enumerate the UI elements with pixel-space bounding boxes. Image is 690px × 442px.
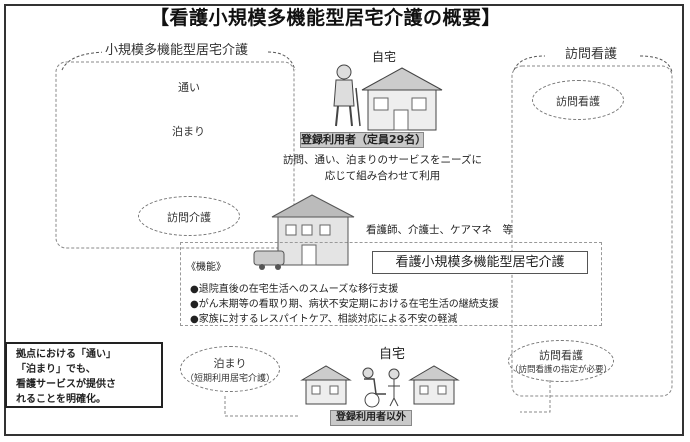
left-brace-left <box>61 51 118 71</box>
non-registered-box: 登録利用者以外 <box>330 410 412 426</box>
home-label-bottom: 自宅 <box>379 347 406 362</box>
oval-home-nursing-bottom-subtitle: （訪問看護の指定が必要） <box>509 365 612 375</box>
function-bullet-2: ●がん末期等の看取り期、病状不安定期における在宅生活の継続支援 <box>190 299 499 310</box>
right-brace-right <box>639 55 673 73</box>
combine-text-line2: 応じて組み合わせて利用 <box>324 169 441 182</box>
elderly-person-icon <box>333 64 361 127</box>
note-line2: 「泊まり」でも、 <box>16 364 96 375</box>
bottom-right-connector <box>520 380 551 413</box>
wheelchair-icon <box>362 367 400 408</box>
function-bullet-1: ●退院直後の在宅生活へのスムーズな移行支援 <box>190 284 399 295</box>
home-label-top: 自宅 <box>372 50 397 64</box>
oval-overnight-subtitle: （短期利用居宅介護） <box>184 374 275 384</box>
left-brace-right <box>267 51 296 71</box>
note-line3: 看護サービスが提供さ <box>16 379 116 390</box>
combine-services-text: 訪問、通い、泊まりのサービスをニーズに 応じて組み合わせて利用 <box>283 153 482 185</box>
function-bullet-3: ●家族に対するレスパイトケア、相談対応による不安の軽減 <box>190 314 458 325</box>
service-day-visit: 通い <box>178 81 200 94</box>
house-icon-top <box>361 67 443 131</box>
left-area <box>55 61 295 249</box>
registered-users-box: 登録利用者（定員29名） <box>300 132 427 148</box>
oval-overnight-bottom: 泊まり （短期利用居宅介護） <box>180 346 280 392</box>
oval-overnight-title: 泊まり <box>213 357 247 370</box>
oval-home-nursing-bottom: 訪問看護 （訪問看護の指定が必要） <box>508 340 614 382</box>
group-label-small-multifunction: 小規模多機能型居宅介護 <box>102 43 252 59</box>
oval-home-care-label: 訪問介護 <box>167 211 211 224</box>
right-brace-left <box>513 55 546 71</box>
oval-home-nursing-bottom-title: 訪問看護 <box>539 349 583 362</box>
right-area <box>511 65 673 397</box>
bottom-left-connector <box>224 396 300 417</box>
service-overnight: 泊まり <box>172 125 205 138</box>
staff-text: 看護師、介護士、ケアマネ 等 <box>366 224 513 236</box>
building-icon <box>253 194 355 270</box>
outer-frame <box>4 4 684 436</box>
note-line1: 拠点における「通い」 <box>16 349 116 360</box>
oval-home-nursing-top: 訪問看護 <box>532 80 624 120</box>
oval-home-care: 訪問介護 <box>138 196 240 236</box>
function-area-outline <box>180 242 602 326</box>
note-box: 拠点における「通い」 「泊まり」でも、 看護サービスが提供さ れることを明確化。 <box>5 342 163 408</box>
service-name-box: 看護小規模多機能型居宅介護 <box>372 251 588 274</box>
page-title: 【看護小規模多機能型居宅介護の概要】 <box>150 7 502 29</box>
combine-text-line1: 訪問、通い、泊まりのサービスをニーズに <box>283 154 482 166</box>
house-icon-bottom-left <box>300 365 352 405</box>
function-label: 《機能》 <box>186 262 226 273</box>
note-line4: れることを明確化。 <box>16 394 106 405</box>
house-icon-bottom-right <box>408 365 460 405</box>
oval-home-nursing-top-label: 訪問看護 <box>556 95 600 108</box>
group-label-home-nursing: 訪問看護 <box>562 47 621 63</box>
